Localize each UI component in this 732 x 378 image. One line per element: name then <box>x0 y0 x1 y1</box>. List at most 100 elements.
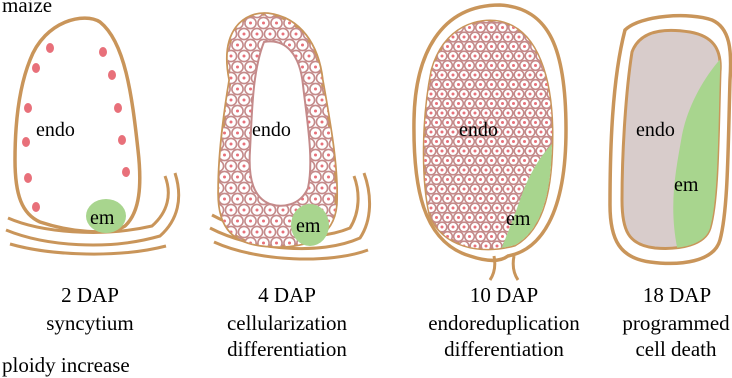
cell-nucleus <box>217 77 220 80</box>
cell-nucleus <box>457 64 460 67</box>
cell-nucleus <box>485 169 488 172</box>
cell-nucleus <box>518 150 521 153</box>
cell-nucleus <box>529 112 532 115</box>
cell-nucleus <box>256 55 259 58</box>
cell-nucleus <box>529 93 532 96</box>
cell-nucleus <box>441 169 444 172</box>
cell-nucleus <box>308 99 311 102</box>
cell-nucleus <box>468 102 471 105</box>
stage-4-process-line-2: cell death <box>620 336 732 362</box>
cell-nucleus <box>249 88 252 91</box>
endosperm-cell <box>415 13 425 23</box>
cell-nucleus <box>275 242 278 245</box>
cell-nucleus <box>529 150 532 153</box>
cell-nucleus <box>424 45 427 48</box>
cell-nucleus <box>236 220 239 223</box>
cell-nucleus <box>490 197 493 200</box>
cell-nucleus <box>230 77 233 80</box>
cell-nucleus <box>485 55 488 58</box>
cell-nucleus <box>523 45 526 48</box>
cell-nucleus <box>501 83 504 86</box>
cell-nucleus <box>308 77 311 80</box>
cell-nucleus <box>314 132 317 135</box>
cell-nucleus <box>474 150 477 153</box>
cell-nucleus <box>507 36 510 39</box>
cell-nucleus <box>243 231 246 234</box>
cell-nucleus <box>507 93 510 96</box>
endosperm-cell <box>329 50 340 61</box>
cell-nucleus <box>334 11 337 14</box>
stage-1-day-label: 2 DAP <box>40 282 140 308</box>
cell-nucleus <box>468 83 471 86</box>
cell-nucleus <box>490 102 493 105</box>
cell-nucleus <box>419 226 422 229</box>
endosperm-cell <box>329 6 340 17</box>
cell-nucleus <box>496 169 499 172</box>
endosperm-cell <box>225 6 236 17</box>
cell-nucleus <box>256 209 259 212</box>
cell-nucleus <box>424 140 427 143</box>
cell-nucleus <box>496 226 499 229</box>
cell-nucleus <box>419 36 422 39</box>
cell-nucleus <box>230 209 233 212</box>
cell-nucleus <box>243 33 246 36</box>
cell-nucleus <box>485 112 488 115</box>
cell-nucleus <box>275 220 278 223</box>
cell-nucleus <box>243 121 246 124</box>
cell-nucleus <box>308 33 311 36</box>
cell-nucleus <box>452 112 455 115</box>
cell-nucleus <box>314 110 317 113</box>
cell-nucleus <box>501 45 504 48</box>
cell-nucleus <box>523 178 526 181</box>
cell-nucleus <box>435 121 438 124</box>
cell-nucleus <box>288 242 291 245</box>
cell-nucleus <box>334 55 337 58</box>
cell-nucleus <box>474 207 477 210</box>
cell-nucleus <box>523 140 526 143</box>
cell-nucleus <box>512 140 515 143</box>
endosperm-cell <box>415 222 425 232</box>
cell-nucleus <box>230 187 233 190</box>
cell-nucleus <box>282 209 285 212</box>
cell-nucleus <box>479 45 482 48</box>
cell-nucleus <box>419 207 422 210</box>
cell-nucleus <box>435 64 438 67</box>
stage-2-process-line-1: cellularization <box>212 310 362 336</box>
cell-nucleus <box>217 11 220 14</box>
cell-nucleus <box>430 150 433 153</box>
endosperm-cell <box>426 241 436 251</box>
cell-nucleus <box>441 17 444 20</box>
cell-nucleus <box>236 176 239 179</box>
cell-nucleus <box>435 83 438 86</box>
cell-nucleus <box>529 74 532 77</box>
cell-nucleus <box>321 55 324 58</box>
cell-nucleus <box>474 169 477 172</box>
cell-nucleus <box>496 207 499 210</box>
cell-nucleus <box>452 169 455 172</box>
cell-nucleus <box>308 55 311 58</box>
cell-nucleus <box>512 178 515 181</box>
cell-nucleus <box>308 11 311 14</box>
cell-nucleus <box>518 93 521 96</box>
cell-nucleus <box>236 154 239 157</box>
cell-nucleus <box>496 188 499 191</box>
cell-nucleus <box>534 159 537 162</box>
stage-2-process-line-2: differentiation <box>212 336 362 362</box>
cell-nucleus <box>269 33 272 36</box>
cell-nucleus <box>446 159 449 162</box>
cell-nucleus <box>321 33 324 36</box>
cell-nucleus <box>551 17 554 20</box>
endosperm-cell <box>219 17 230 28</box>
endosperm-cell <box>316 6 327 17</box>
cell-nucleus <box>430 131 433 134</box>
cell-nucleus <box>424 26 427 29</box>
cell-nucleus <box>523 102 526 105</box>
cell-nucleus <box>490 216 493 219</box>
cell-nucleus <box>507 150 510 153</box>
cell-nucleus <box>485 245 488 248</box>
cell-nucleus <box>314 88 317 91</box>
cell-nucleus <box>327 154 330 157</box>
cell-nucleus <box>501 159 504 162</box>
cell-nucleus <box>288 22 291 25</box>
cell-nucleus <box>523 159 526 162</box>
